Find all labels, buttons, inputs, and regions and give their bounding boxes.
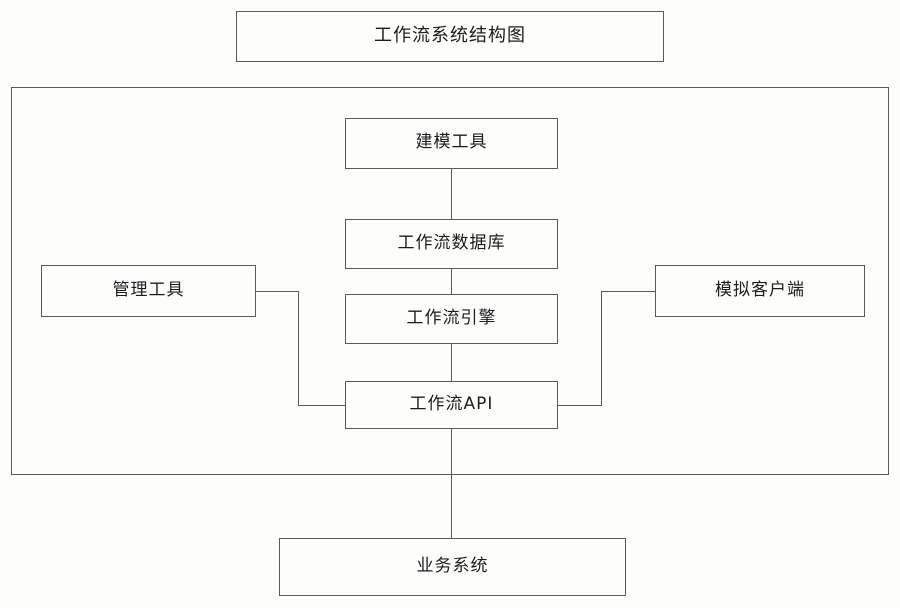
connector-workflow-database-to-workflow-engine [451,269,452,294]
node-workflow-api-label: 工作流API [409,393,494,414]
connector-admin-tool-segment-horizontal-bottom [298,405,346,406]
diagram-title-label: 工作流系统结构图 [374,24,526,46]
connector-simulated-client-segment-vertical [601,291,602,405]
node-workflow-api[interactable]: 工作流API [345,381,558,429]
node-business-system[interactable]: 业务系统 [279,538,626,596]
connector-admin-tool-segment-horizontal-top [256,291,299,292]
diagram-title-box: 工作流系统结构图 [236,11,664,62]
node-modeling-tool[interactable]: 建模工具 [345,118,558,169]
node-workflow-database-label: 工作流数据库 [397,232,506,253]
node-business-system-label: 业务系统 [416,555,489,576]
node-admin-tool[interactable]: 管理工具 [41,265,256,317]
node-admin-tool-label: 管理工具 [112,279,185,300]
connector-modeling-tool-to-workflow-database [451,169,452,219]
connector-simulated-client-segment-horizontal-top [601,291,656,292]
connector-workflow-engine-to-workflow-api [451,344,452,381]
node-modeling-tool-label: 建模工具 [415,132,488,152]
node-workflow-engine-label: 工作流引擎 [406,307,497,328]
node-simulated-client[interactable]: 模拟客户端 [655,265,865,317]
node-workflow-database[interactable]: 工作流数据库 [345,219,558,269]
connector-simulated-client-segment-horizontal-bottom [558,405,602,406]
connector-workflow-api-to-business-system [451,429,452,538]
node-simulated-client-label: 模拟客户端 [715,279,805,300]
node-workflow-engine[interactable]: 工作流引擎 [345,294,558,344]
workflow-system-boundary [11,87,889,475]
connector-admin-tool-segment-vertical [298,291,299,405]
